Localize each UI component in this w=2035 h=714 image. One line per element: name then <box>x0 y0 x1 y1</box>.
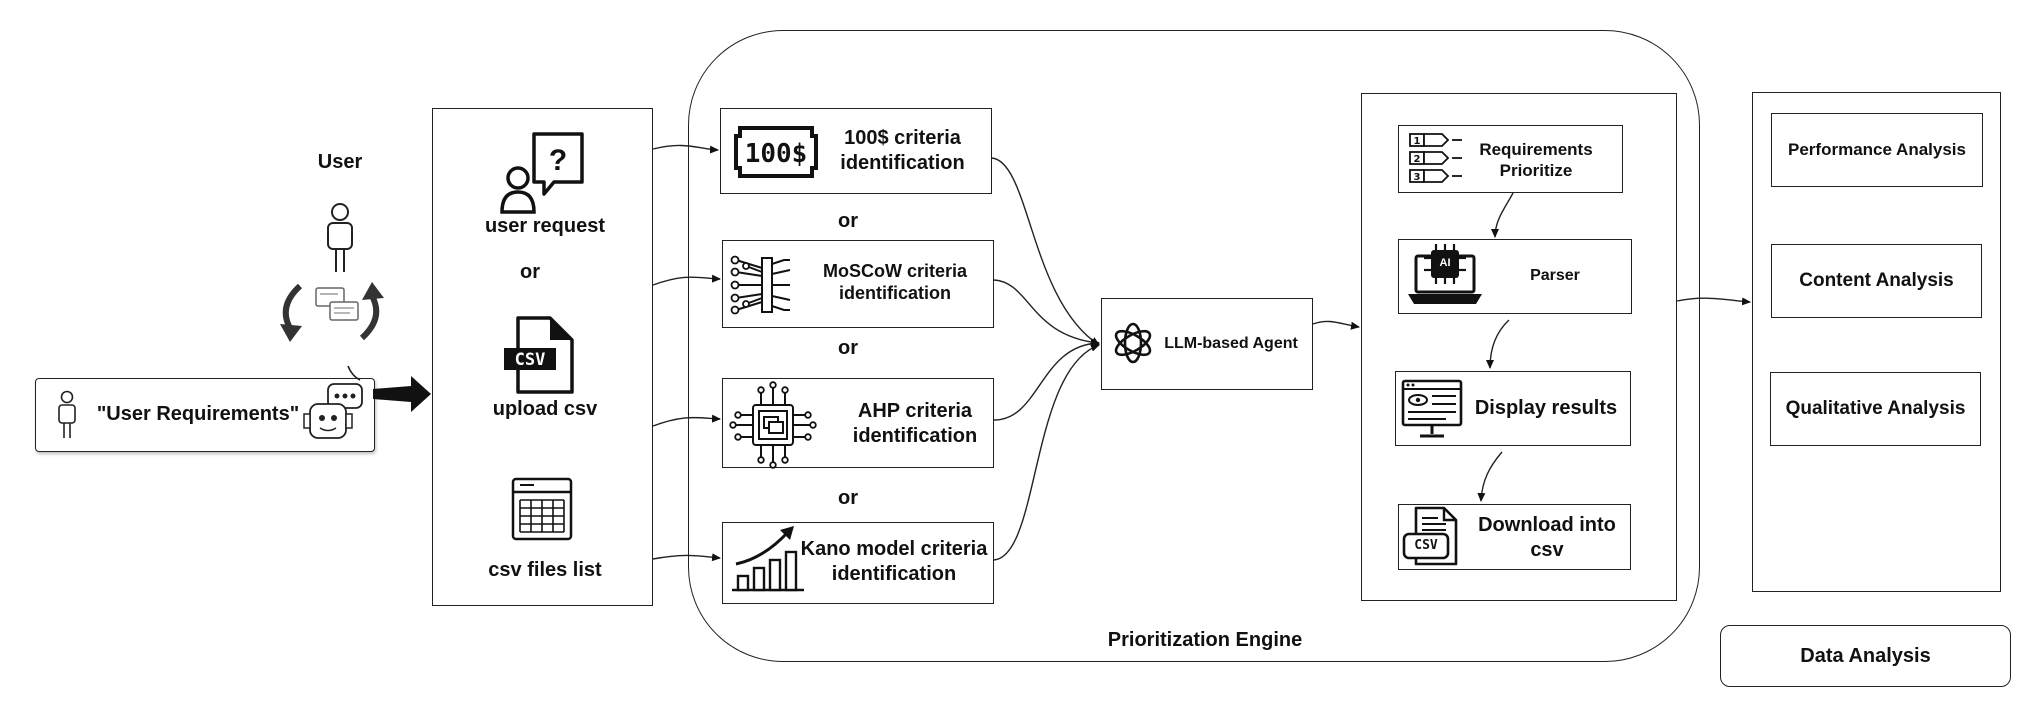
arrow-moscow-to-agent <box>993 279 1100 347</box>
thick-input-arrow <box>373 376 431 412</box>
arrow-pipeline-to-analysis <box>1676 297 1751 306</box>
arrow-input-to-100 <box>652 144 719 154</box>
analysis-item-qualitative[interactable]: Qualitative Analysis <box>1770 372 1981 446</box>
neural-network-icon <box>730 255 791 315</box>
upload-csv-badge: CSV <box>514 350 546 370</box>
user-label: User <box>317 151 363 173</box>
arrow-display-to-download <box>1477 451 1503 502</box>
ai-badge: AI <box>1439 257 1451 269</box>
upload-csv-label[interactable]: upload csv <box>492 398 598 420</box>
csv-file-icon <box>1402 506 1458 566</box>
arrow-parser-to-display <box>1486 319 1510 369</box>
svg-text:3: 3 <box>1414 172 1421 183</box>
monitor-icon <box>1401 379 1463 438</box>
input-or-label: or <box>520 261 540 283</box>
data-analysis-title: Data Analysis <box>1720 625 2011 687</box>
svg-text:100$: 100$ <box>745 139 808 169</box>
upload-csv-icon[interactable] <box>500 316 580 396</box>
svg-text:1: 1 <box>1414 136 1421 147</box>
svg-text:?: ? <box>549 144 567 177</box>
openai-knot-icon <box>1114 322 1152 364</box>
chip-icon <box>729 381 817 469</box>
pipeline-label-prioritize: Requirements Prioritize <box>1479 139 1593 180</box>
pipeline-label-display: Display results <box>1474 396 1618 419</box>
svg-text:2: 2 <box>1414 154 1421 165</box>
user-requirements-text: "User Requirements" <box>96 403 300 425</box>
pipeline-label-download: Download into csv <box>1478 514 1616 561</box>
arrow-input-to-moscow <box>652 274 721 286</box>
arrow-100-to-agent <box>991 157 1100 346</box>
chatbot-icon <box>303 365 363 439</box>
llm-agent-label: LLM-based Agent <box>1164 335 1298 352</box>
pipeline-label-parser: Parser <box>1530 267 1580 284</box>
arrow-agent-to-pipeline <box>1312 320 1360 330</box>
arrow-input-to-kano <box>652 553 721 562</box>
ai-laptop-icon <box>1408 244 1482 304</box>
csv-files-list-icon[interactable] <box>510 476 574 542</box>
criteria-label-moscow: MoSCoW criteria identification <box>822 260 968 304</box>
criteria-box-moscow[interactable] <box>722 240 994 328</box>
small-person-icon <box>58 390 76 438</box>
analysis-item-content[interactable]: Content Analysis <box>1771 244 1982 318</box>
arrow-prioritize-to-parser <box>1491 192 1514 238</box>
or-label-1: or <box>838 210 858 232</box>
arrow-kano-to-agent <box>993 343 1100 561</box>
or-label-2: or <box>838 337 858 359</box>
conversation-exchange-icon <box>280 282 384 342</box>
criteria-label-100-dollar: 100$ criteria identification <box>840 127 965 174</box>
arrow-ahp-to-agent <box>993 339 1100 421</box>
prioritization-engine-title: Prioritization Engine <box>1107 629 1303 651</box>
bar-growth-icon <box>732 526 804 592</box>
user-person-icon <box>327 203 353 272</box>
criteria-box-ahp[interactable] <box>722 378 994 468</box>
criteria-label-kano: Kano model criteria identification <box>800 538 988 585</box>
user-question-icon[interactable]: ? <box>498 130 588 220</box>
csv-files-list-label[interactable]: csv files list <box>488 559 602 581</box>
100-dollar-icon: 100$ <box>734 126 818 178</box>
llm-agent-box[interactable] <box>1101 298 1313 390</box>
analysis-item-performance[interactable]: Performance Analysis <box>1771 113 1983 187</box>
user-request-label[interactable]: user request <box>484 215 606 237</box>
numbered-list-icon: 1 2 3 <box>1409 133 1462 183</box>
download-csv-badge: CSV <box>1414 538 1438 553</box>
arrow-input-to-ahp <box>652 414 721 427</box>
criteria-label-ahp: AHP criteria identification <box>852 400 978 447</box>
user-requirements-card <box>35 378 375 452</box>
or-label-3: or <box>838 487 858 509</box>
